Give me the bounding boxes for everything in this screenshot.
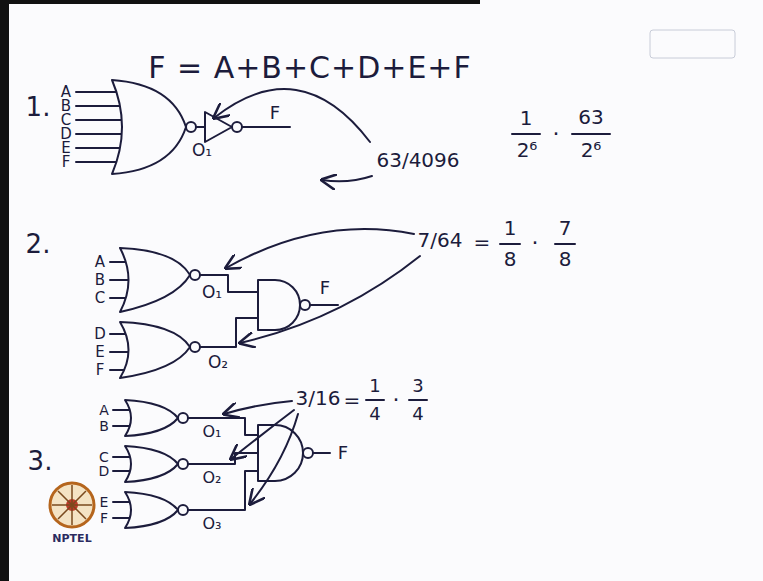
input-signal: B: [98, 418, 110, 435]
logo-wheel: [50, 483, 94, 527]
nor-gate: [125, 446, 178, 482]
operator: ·: [552, 121, 561, 147]
section-number: 2.: [25, 229, 52, 260]
wire: [188, 453, 258, 464]
output-wire: [313, 452, 330, 454]
input-signal: B: [94, 271, 106, 289]
wire: [188, 471, 258, 510]
node-name: O₁: [201, 282, 223, 302]
fraction-bar: [366, 399, 384, 401]
nor-gate: [125, 492, 178, 528]
leader-arrow: [214, 89, 370, 142]
section-number: 3.: [27, 446, 54, 477]
heading-equation: F = A+B+C+D+E+F: [148, 50, 472, 86]
frame-edge: [0, 0, 9, 581]
inversion-bubble: [186, 122, 196, 132]
input-signal: F: [61, 153, 72, 171]
node-name: O₁: [201, 422, 222, 441]
inversion-bubble: [190, 342, 200, 352]
output-signal: F: [337, 442, 349, 464]
section-number: 1.: [25, 92, 52, 123]
inversion-bubble: [232, 122, 242, 132]
output-signal: F: [269, 102, 281, 124]
nor-gate: [125, 400, 178, 436]
output-wire: [310, 304, 338, 306]
fraction-part: 4: [368, 403, 381, 425]
fraction-part: 63: [577, 105, 604, 129]
leader-arrow: [250, 414, 298, 504]
nand-gate: [258, 280, 300, 330]
operator: ·: [531, 230, 540, 256]
probability: 63/4096: [375, 148, 460, 172]
nor-gate: [120, 248, 190, 312]
leader-arrow: [224, 401, 292, 414]
fraction-part: 7: [558, 216, 573, 240]
input-signal: A: [98, 402, 110, 419]
node-name: O₂: [207, 352, 229, 372]
output-signal: F: [319, 277, 331, 299]
frame-edge: [0, 0, 480, 4]
input-signal: F: [99, 510, 109, 527]
operator: ·: [392, 387, 401, 413]
fraction-part: 3: [411, 375, 424, 397]
inversion-bubble: [178, 413, 188, 423]
operator: =: [473, 230, 492, 254]
operator: =: [343, 388, 362, 412]
inversion-bubble: [190, 270, 200, 280]
leader-arrow: [240, 256, 420, 343]
inverter: [205, 112, 232, 142]
fraction-part: 1: [519, 106, 534, 130]
fraction-bar: [512, 133, 540, 135]
fraction-part: 8: [558, 247, 573, 271]
inversion-bubble: [300, 300, 310, 310]
wire: [196, 126, 205, 128]
leader-arrow: [322, 176, 372, 181]
logo-text: NPTEL: [51, 532, 92, 545]
node-name: O₁: [191, 140, 213, 160]
fraction-part: 2⁶: [580, 138, 603, 162]
fraction-part: 8: [503, 247, 518, 271]
inversion-bubble: [178, 459, 188, 469]
input-signal: F: [95, 361, 106, 379]
input-signal: C: [94, 289, 106, 307]
probability: 7/64: [417, 228, 464, 252]
node-name: O₃: [201, 514, 222, 533]
input-signal: D: [98, 463, 111, 480]
nor-gate: [112, 80, 186, 174]
fraction-part: 4: [411, 403, 424, 425]
inversion-bubble: [178, 505, 188, 515]
input-signal: E: [99, 494, 110, 511]
fraction-bar: [572, 133, 610, 135]
input-signal: D: [93, 325, 107, 343]
fraction-bar: [500, 243, 520, 245]
fraction-bar: [409, 399, 427, 401]
input-signal: E: [94, 343, 105, 361]
input-signal: A: [94, 253, 106, 271]
probability: 3/16: [295, 386, 342, 410]
inversion-bubble: [303, 448, 313, 458]
fraction-bar: [555, 243, 575, 245]
leader-arrow: [226, 229, 414, 268]
watermark-badge: [650, 30, 735, 58]
output-wire: [242, 126, 290, 128]
wire: [200, 318, 258, 347]
fraction-part: 1: [503, 216, 518, 240]
fraction-part: 2⁶: [516, 138, 539, 162]
nor-gate: [120, 322, 190, 378]
fraction-part: 1: [368, 375, 381, 397]
node-name: O₂: [201, 468, 222, 487]
wire: [188, 418, 258, 435]
input-wires: [76, 92, 125, 162]
